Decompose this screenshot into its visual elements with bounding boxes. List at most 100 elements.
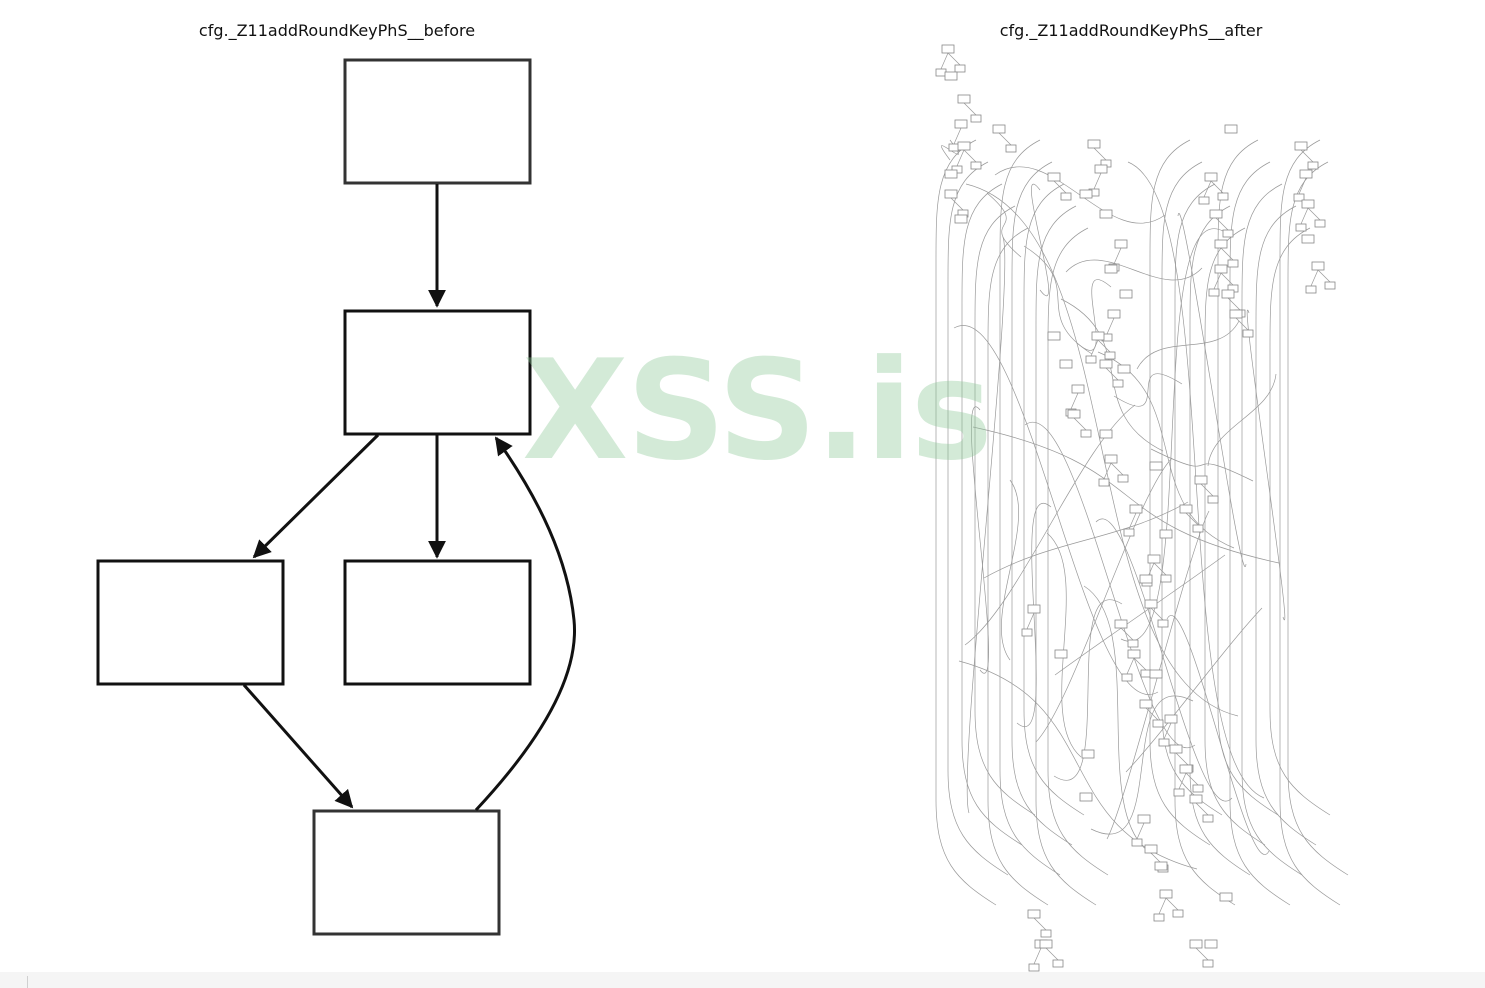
after-node	[957, 94, 971, 104]
after-node	[1127, 649, 1141, 659]
node-loop-latch	[312, 809, 501, 936]
after-node	[1149, 461, 1163, 471]
after-edge	[1001, 479, 1019, 661]
after-node	[1039, 939, 1053, 949]
after-node	[1208, 288, 1220, 297]
after-edge	[1178, 772, 1187, 790]
after-graph-title: cfg._Z11addRoundKeyPhS__after	[999, 21, 1263, 40]
after-node	[941, 44, 955, 54]
after-edge	[1065, 259, 1203, 281]
after-edge	[1161, 161, 1223, 816]
after-edge	[1110, 462, 1124, 476]
after-node	[1099, 429, 1113, 439]
after-node	[1299, 169, 1313, 179]
after-node	[954, 64, 966, 73]
after-node	[1154, 861, 1168, 871]
after-edge	[1097, 339, 1111, 353]
after-node	[1059, 359, 1073, 369]
after-edge	[1307, 207, 1321, 221]
after-node	[1081, 749, 1095, 759]
after-node	[1209, 209, 1223, 219]
after-node	[1159, 889, 1173, 899]
after-node	[1189, 939, 1203, 949]
after-node	[1305, 285, 1317, 294]
after-edge	[966, 236, 1006, 814]
after-node	[957, 141, 971, 151]
after-edge	[1255, 205, 1317, 846]
before-graph-title: cfg._Z11addRoundKeyPhS__before	[198, 21, 476, 40]
after-edge	[1045, 947, 1059, 961]
after-edge	[1093, 147, 1107, 161]
after-node	[1005, 144, 1017, 153]
after-edge	[1246, 309, 1286, 621]
after-edge	[1210, 180, 1224, 194]
after-node	[1295, 223, 1307, 232]
after-edge	[1054, 554, 1226, 676]
after-edge	[1195, 802, 1209, 816]
after-node	[1139, 699, 1153, 709]
after-edge	[1175, 752, 1189, 766]
after-edge	[1220, 247, 1234, 261]
after-edge	[1149, 139, 1211, 846]
after-edge	[1126, 657, 1135, 675]
after-node	[1204, 939, 1218, 949]
after-node	[1027, 909, 1041, 919]
after-edge	[1213, 272, 1222, 290]
after-edge	[1145, 707, 1159, 721]
after-node	[1152, 719, 1164, 728]
after-node	[1149, 669, 1163, 679]
after-node	[1137, 814, 1151, 824]
after-edge	[935, 139, 997, 906]
after-edge	[1136, 320, 1240, 370]
after-node	[1139, 574, 1153, 584]
after-edge	[1106, 317, 1115, 335]
after-edge	[1174, 183, 1236, 906]
after-node	[1192, 524, 1204, 533]
after-node	[1144, 599, 1158, 609]
after-node	[1202, 814, 1214, 823]
after-node	[1127, 639, 1139, 648]
after-node	[1207, 495, 1219, 504]
after-node	[1194, 475, 1208, 485]
after-edge	[1215, 217, 1229, 231]
after-edge	[1023, 245, 1093, 355]
after-node	[1094, 164, 1108, 174]
after-edge	[1153, 562, 1167, 576]
after-node	[1227, 259, 1239, 268]
after-node	[1160, 574, 1172, 583]
after-node	[1112, 379, 1124, 388]
after-edge	[1120, 627, 1134, 641]
after-edge	[1090, 339, 1099, 357]
after-node	[1104, 264, 1118, 274]
after-edge	[947, 52, 961, 66]
after-node	[992, 124, 1006, 134]
after-edge	[1220, 272, 1234, 286]
after-node	[948, 143, 960, 152]
after-edge	[1113, 247, 1122, 265]
after-edge	[1070, 392, 1079, 410]
after-edge	[1035, 205, 1097, 906]
after-edge	[972, 426, 1280, 564]
after-node	[1021, 628, 1033, 637]
after-node	[1123, 528, 1135, 537]
after-edge	[986, 192, 1022, 258]
after-edge	[998, 132, 1012, 146]
after-node	[1219, 892, 1233, 902]
after-node	[1324, 281, 1336, 290]
after-node	[1214, 264, 1228, 274]
after-edge	[1011, 161, 1073, 846]
after-edge	[1128, 512, 1137, 530]
after-edge	[956, 149, 965, 167]
after-edge	[1203, 180, 1212, 198]
after-edge	[1317, 269, 1331, 283]
after-node	[1114, 619, 1128, 629]
after-edge	[1090, 695, 1194, 835]
after-edge	[965, 183, 1239, 717]
after-node	[1301, 199, 1315, 209]
after-node	[1222, 229, 1234, 238]
after-node	[944, 71, 958, 81]
after-node	[1047, 331, 1061, 341]
after-node	[1060, 192, 1072, 201]
after-node	[1117, 364, 1131, 374]
